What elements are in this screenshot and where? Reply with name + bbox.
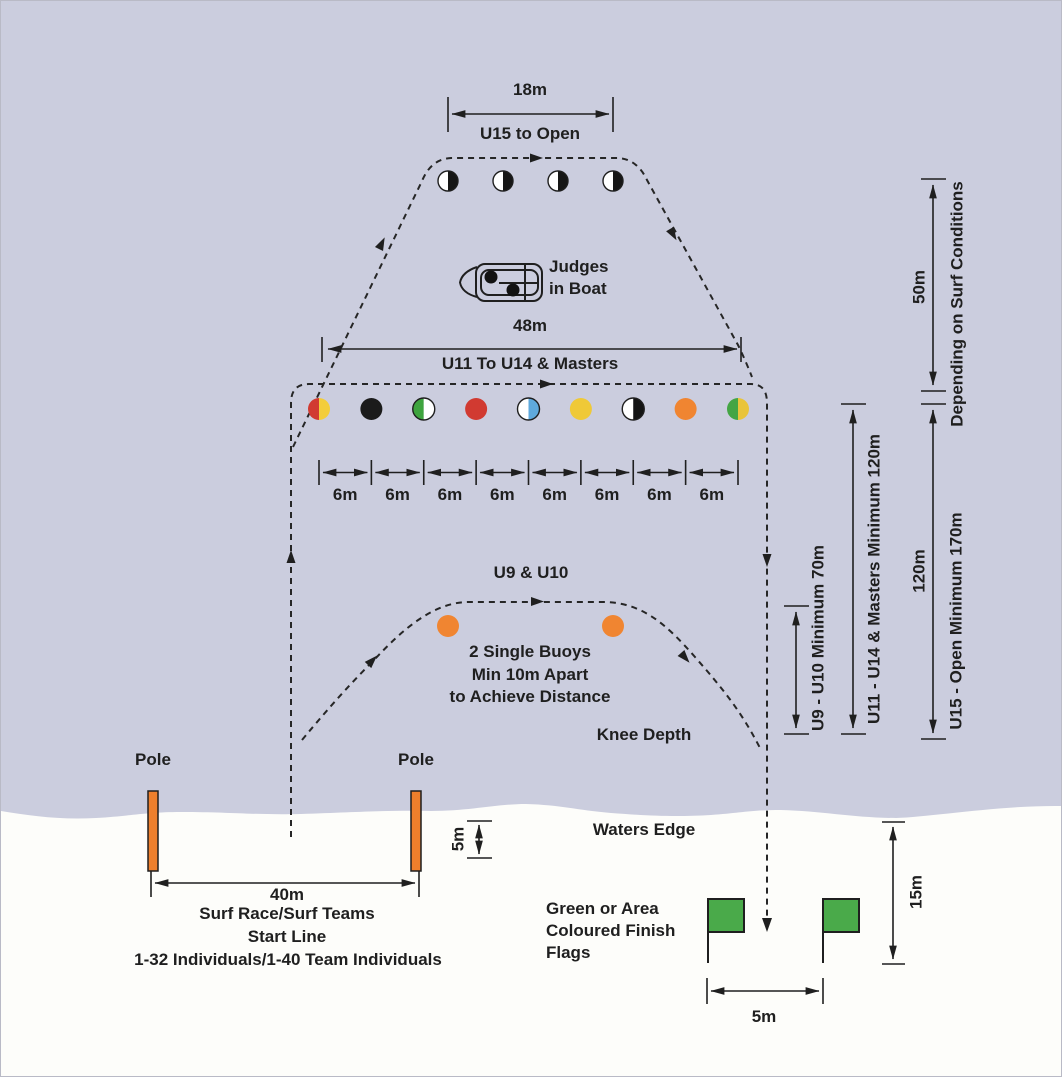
label-judges-line2: in Boat — [549, 279, 607, 298]
main-course-buoys — [308, 397, 749, 421]
buoy — [569, 398, 592, 420]
path-arrow — [666, 226, 677, 241]
label-start-caption-3: 1-32 Individuals/1-40 Team Individuals — [134, 950, 442, 969]
path-arrow — [531, 597, 544, 606]
label-buoy-note-3: to Achieve Distance — [449, 687, 611, 706]
path-arrow — [286, 550, 296, 563]
buoy — [412, 397, 436, 421]
path-arrow — [677, 650, 690, 663]
finish-flag-left — [707, 898, 745, 933]
label-48m: 48m — [512, 316, 548, 335]
dimension-lines — [150, 97, 946, 1004]
label-18m: 18m — [512, 80, 548, 99]
label-u15-to-open: U15 to Open — [479, 124, 581, 143]
label-buoy-note-2: Min 10m Apart — [471, 665, 589, 684]
label-flags-note-2: Coloured Finish — [546, 921, 676, 940]
start-poles — [147, 790, 422, 872]
spacing-label-8: 6m — [699, 485, 725, 504]
swim-path — [286, 153, 772, 932]
buoy — [727, 398, 749, 420]
buoy — [465, 398, 488, 420]
buoy — [360, 398, 383, 420]
label-knee-depth: Knee Depth — [596, 725, 692, 744]
path-arrow — [540, 379, 553, 389]
label-u11-minimum: U11 - U14 & Masters Minimum 120m — [864, 433, 884, 725]
buoy — [437, 615, 459, 637]
finish-flag-right — [822, 898, 860, 933]
label-buoy-note-1: 2 Single Buoys — [469, 642, 591, 661]
label-u9-minimum: U9 - U10 Minimum 70m — [808, 544, 828, 732]
top-course-buoys — [437, 170, 624, 192]
label-15m: 15m — [906, 874, 926, 910]
buoy — [437, 170, 459, 192]
label-waters-edge: Waters Edge — [592, 820, 696, 839]
path-arrow-finish — [762, 918, 772, 932]
start-pole-right — [410, 790, 422, 872]
spacing-label-6: 6m — [594, 485, 620, 504]
buoy — [547, 170, 569, 192]
spacing-label-2: 6m — [385, 485, 410, 504]
label-u15-minimum: U15 - Open Minimum 170m — [946, 512, 966, 730]
label-u11-masters: U11 To U14 & Masters — [441, 354, 619, 373]
label-40m: 40m — [269, 885, 305, 904]
beach-sand — [1, 804, 1061, 1076]
spacing-label-3: 6m — [437, 485, 463, 504]
spacing-label-4: 6m — [490, 485, 515, 504]
label-pole-right: Pole — [398, 750, 434, 769]
label-u9-u10: U9 & U10 — [493, 563, 569, 582]
label-5m-start: 5m — [448, 826, 468, 852]
spacing-label-7: 6m — [647, 485, 672, 504]
spacing-label-1: 6m — [332, 485, 358, 504]
label-flags-note-1: Green or Area — [546, 899, 659, 918]
spacing-label-5: 6m — [542, 485, 567, 504]
judges-boat-icon — [458, 263, 543, 302]
label-start-caption-1: Surf Race/Surf Teams — [199, 904, 375, 923]
junior-course-buoys — [437, 615, 624, 637]
path-arrow — [762, 554, 772, 567]
buoy — [621, 397, 645, 421]
label-pole-left: Pole — [135, 750, 171, 769]
swim-path-main-loop — [290, 383, 768, 917]
label-start-caption-2: Start Line — [247, 927, 327, 946]
swim-path-top-course — [292, 157, 753, 448]
path-arrow — [374, 237, 385, 251]
label-surf-conditions: Depending on Surf Conditions — [947, 181, 967, 427]
path-arrow — [530, 153, 543, 163]
buoy — [602, 170, 624, 192]
label-50m: 50m — [909, 269, 929, 305]
path-arrow — [364, 655, 378, 669]
buoy — [602, 615, 624, 637]
buoy — [674, 398, 697, 420]
buoy-spacing-dimensions — [318, 460, 739, 485]
label-flags-note-3: Flags — [546, 943, 591, 962]
label-judges-line1: Judges — [549, 257, 609, 276]
label-5m-finish: 5m — [751, 1007, 777, 1026]
label-120m: 120m — [909, 549, 929, 593]
buoy — [308, 398, 330, 420]
buoy — [516, 397, 541, 421]
buoy — [492, 170, 514, 192]
start-pole-left — [147, 790, 159, 872]
finish-flags — [707, 898, 860, 963]
